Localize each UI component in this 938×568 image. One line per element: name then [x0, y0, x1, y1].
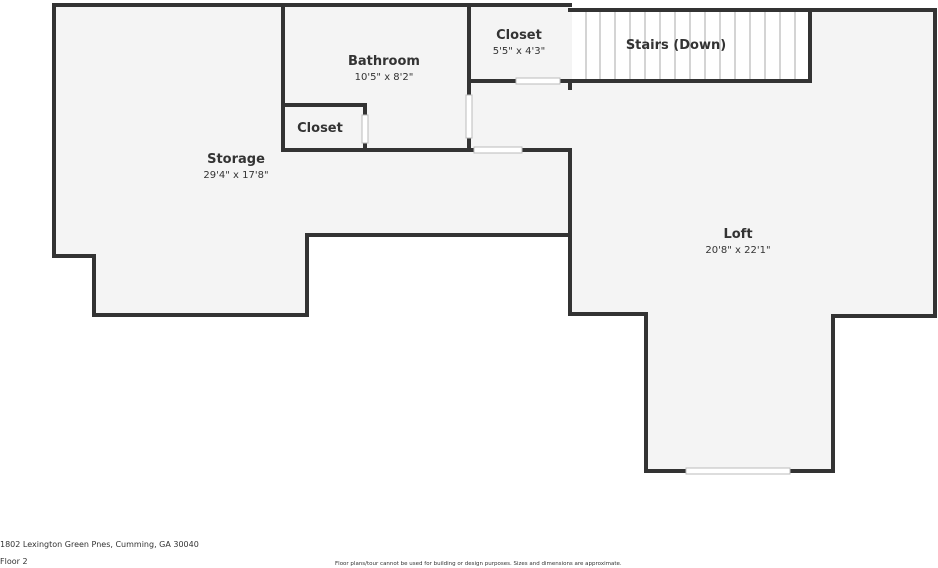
address-text: 1802 Lexington Green Pnes, Cumming, GA 3… [0, 540, 199, 549]
loft-label: Loft [723, 227, 752, 242]
walls [52, 3, 937, 473]
storage-label: Storage [207, 152, 265, 167]
storage-dims: 29'4" x 17'8" [203, 170, 268, 181]
openings [361, 77, 791, 475]
storage-floor [54, 5, 570, 315]
storage-wall [52, 3, 572, 317]
bathroom-label: Bathroom [348, 54, 420, 69]
loft-dims: 20'8" x 22'1" [705, 245, 770, 256]
bathroom-side-door[interactable] [465, 94, 473, 139]
stairs-wall [568, 10, 812, 83]
small-closet-wall [281, 103, 367, 117]
top-closet-label: Closet [496, 28, 542, 43]
small-closet-door[interactable] [361, 114, 369, 144]
floor-label: Floor 2 [0, 557, 28, 566]
bathroom-wall [281, 3, 474, 152]
loft-floor [570, 10, 935, 471]
stairs-label: Stairs (Down) [626, 38, 726, 53]
disclaimer-text: Floor plans/tour cannot be used for buil… [335, 561, 622, 567]
stairs-down[interactable] [572, 12, 810, 80]
small-closet-label: Closet [297, 121, 343, 136]
top-closet-dims: 5'5" x 4'3" [493, 46, 545, 57]
closet-door[interactable] [515, 77, 561, 85]
bathroom-dims: 10'5" x 8'2" [355, 72, 414, 83]
bathroom-door[interactable] [473, 146, 523, 154]
loft-window [685, 467, 791, 475]
